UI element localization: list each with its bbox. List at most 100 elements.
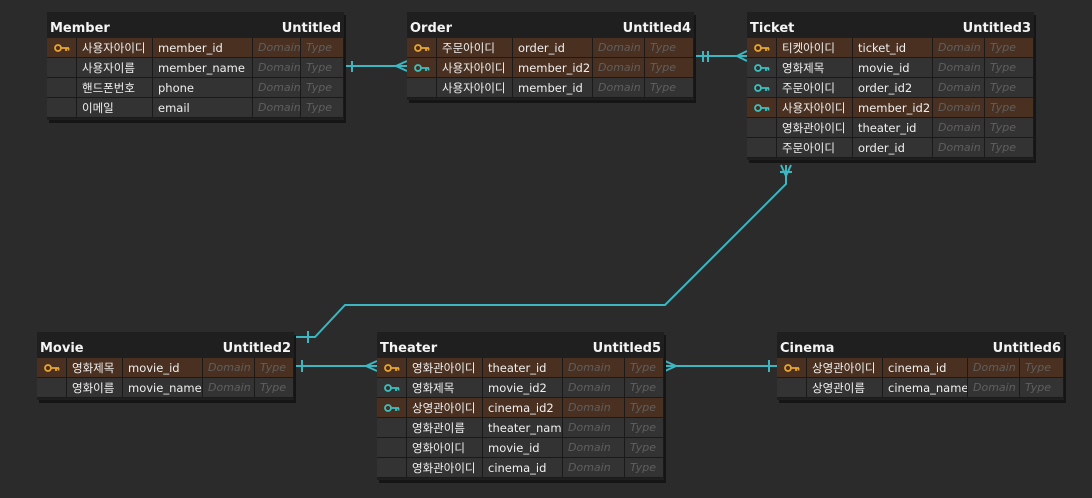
column-type: Type <box>625 418 664 438</box>
column-domain: Domain <box>563 438 625 458</box>
column-type: Type <box>1020 358 1064 378</box>
column-label: 영화제목 <box>407 378 483 398</box>
entity-table-name: Untitled3 <box>962 20 1031 36</box>
column-domain: Domain <box>563 458 625 478</box>
column-name: theater_name <box>483 418 563 438</box>
column-type: Type <box>301 38 344 58</box>
column-name: email <box>153 98 253 118</box>
primary-key-icon <box>377 358 407 378</box>
column-name: theater_id <box>853 118 933 138</box>
empty-key-cell <box>47 58 77 78</box>
entity-table-name: Untitled <box>281 20 341 36</box>
column-domain: Domain <box>563 358 625 378</box>
entity-header[interactable]: Theater Untitled5 <box>377 338 664 358</box>
empty-key-cell <box>377 418 407 438</box>
entity-name: Theater <box>380 340 438 356</box>
column-name: member_id <box>513 78 593 98</box>
column-label: 영화관아이디 <box>777 118 853 138</box>
column-type: Type <box>985 58 1034 78</box>
column-type: Type <box>625 458 664 478</box>
column-domain: Domain <box>203 378 255 398</box>
entity-table-name: Untitled5 <box>592 340 661 356</box>
column-domain: Domain <box>253 58 301 78</box>
column-name: order_id2 <box>853 78 933 98</box>
column-domain: Domain <box>563 418 625 438</box>
primary-key-icon <box>747 38 777 58</box>
one-marker <box>702 51 709 62</box>
primary-key-icon <box>777 358 807 378</box>
relation-movie-ticket <box>295 165 787 338</box>
column-name: theater_id <box>483 358 563 378</box>
column-domain: Domain <box>563 378 625 398</box>
column-label: 영화이름 <box>67 378 123 398</box>
column-name: member_id2 <box>513 58 593 78</box>
entity-table-name: Untitled6 <box>992 340 1061 356</box>
column-domain: Domain <box>933 78 985 98</box>
column-domain: Domain <box>933 138 985 158</box>
empty-key-cell <box>377 438 407 458</box>
foreign-key-icon <box>407 58 437 78</box>
column-name: ticket_id <box>853 38 933 58</box>
column-domain: Domain <box>203 358 255 378</box>
foreign-key-icon <box>747 78 777 98</box>
column-type: Type <box>255 378 294 398</box>
column-label: 주문아이디 <box>777 78 853 98</box>
empty-key-cell <box>37 378 67 398</box>
column-label: 주문아이디 <box>437 38 513 58</box>
column-type: Type <box>625 398 664 418</box>
entity-table-name: Untitled2 <box>222 340 291 356</box>
column-type: Type <box>985 138 1034 158</box>
column-label: 이메일 <box>77 98 153 118</box>
entity-header[interactable]: Movie Untitled2 <box>37 338 294 358</box>
column-type: Type <box>625 378 664 398</box>
empty-key-cell <box>377 458 407 478</box>
entity-name: Movie <box>40 340 84 356</box>
column-type: Type <box>1020 378 1064 398</box>
column-name: movie_name <box>123 378 203 398</box>
empty-key-cell <box>747 138 777 158</box>
column-label: 영화아이디 <box>407 438 483 458</box>
many-marker <box>664 360 679 372</box>
column-type: Type <box>985 78 1034 98</box>
foreign-key-icon <box>377 378 407 398</box>
column-name: movie_id2 <box>483 378 563 398</box>
column-name: movie_id <box>853 58 933 78</box>
column-label: 사용자아이디 <box>777 98 853 118</box>
column-domain: Domain <box>933 118 985 138</box>
column-type: Type <box>301 98 344 118</box>
